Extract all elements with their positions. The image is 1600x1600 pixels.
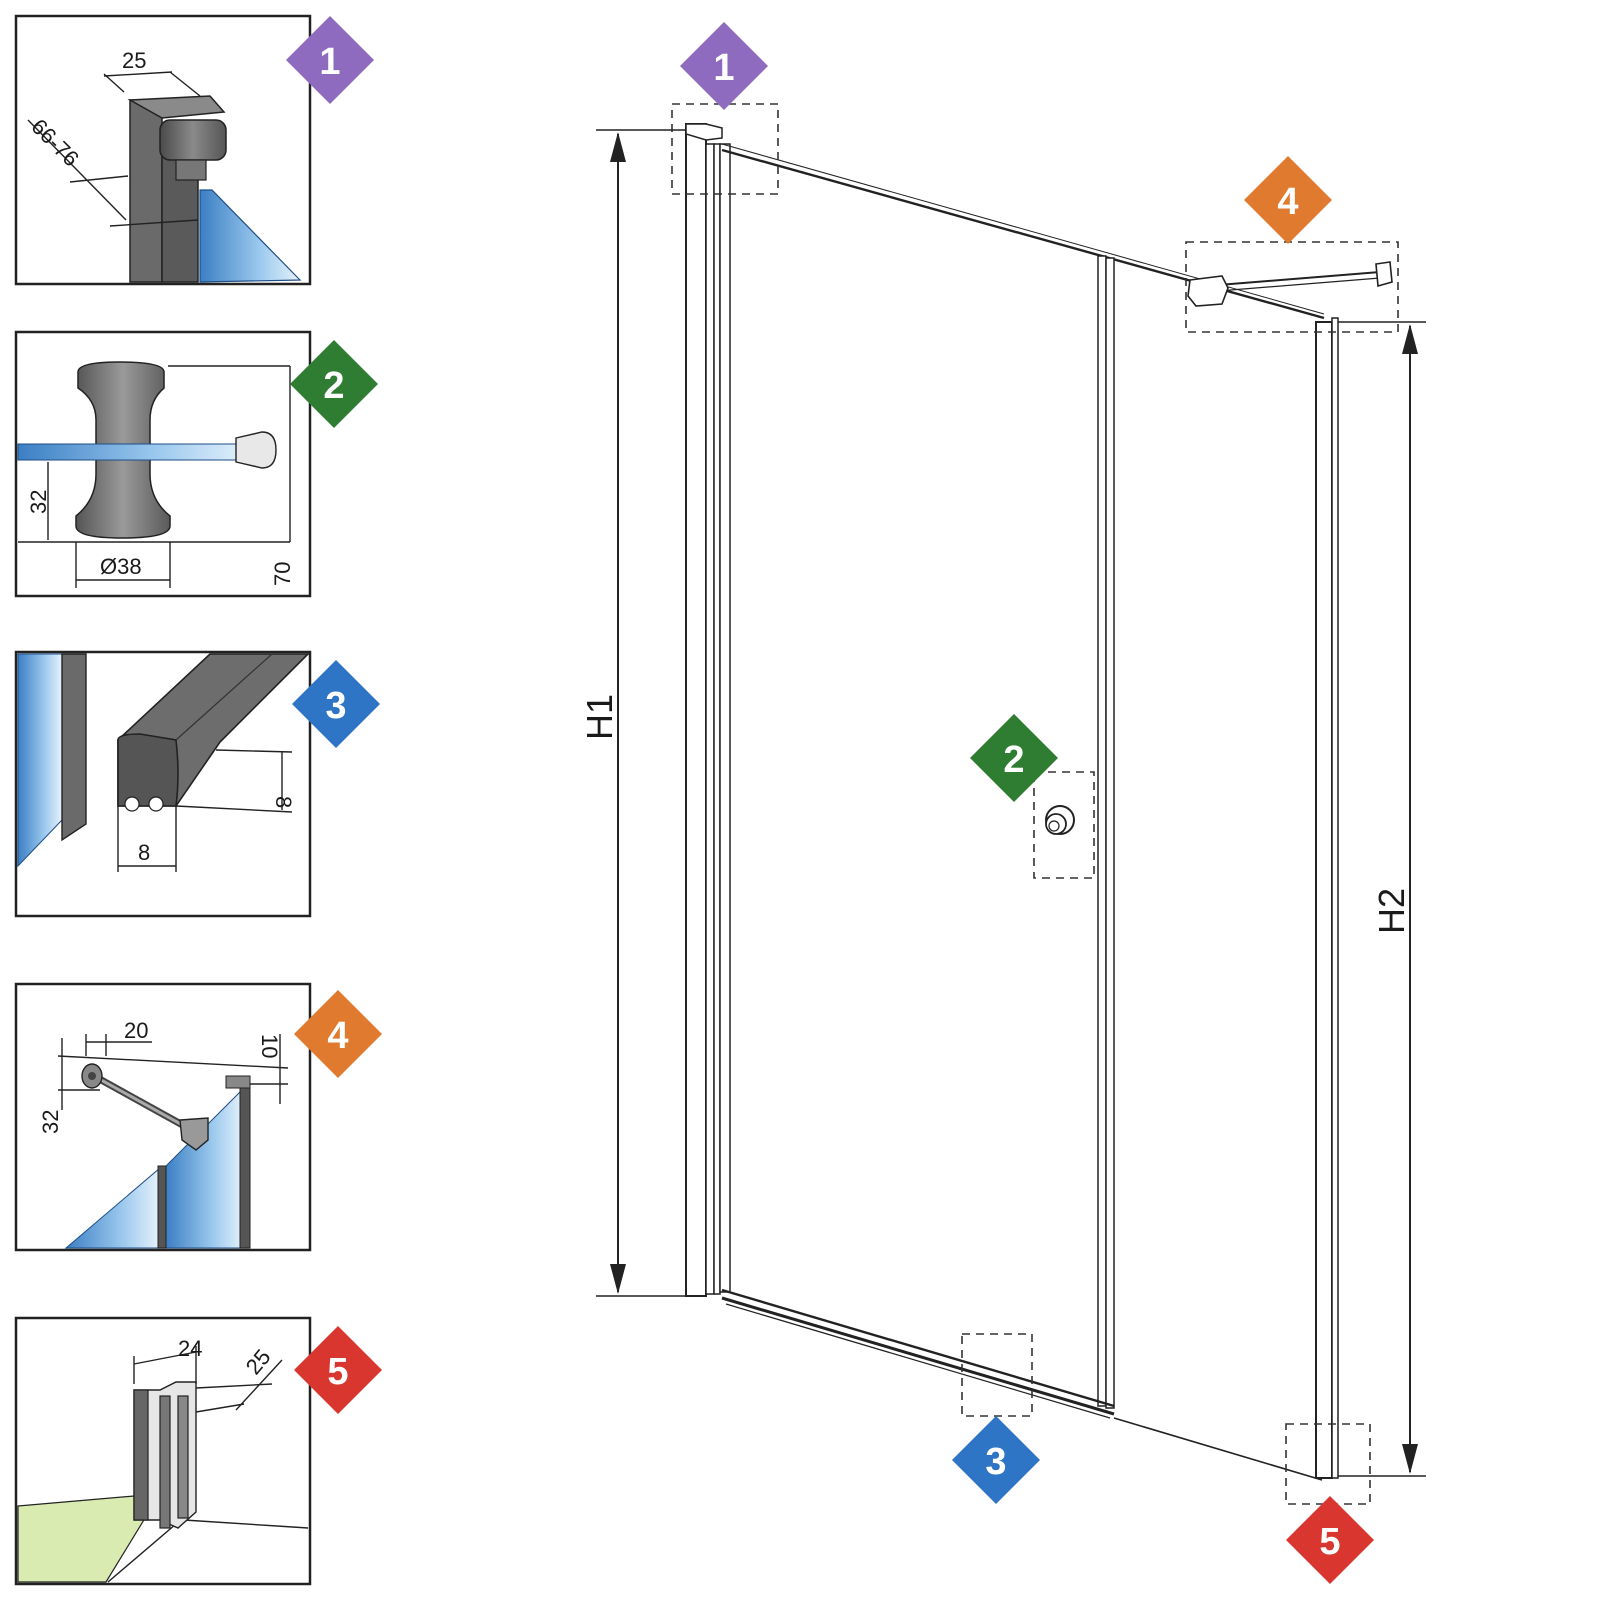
detail2-height-total-label: 70: [270, 562, 295, 586]
h2-dimension: H2: [1338, 321, 1426, 1477]
badge-5-main: 5: [1286, 1496, 1374, 1584]
h1-label: H1: [579, 694, 620, 740]
badge-4-panel-label: 4: [327, 1015, 348, 1057]
badge-2-main-label: 2: [1003, 739, 1024, 781]
badge-1-panel-label: 1: [319, 41, 340, 83]
badge-4-main: 4: [1244, 156, 1332, 244]
detail-panel-1: 25 66-76: [14, 14, 312, 286]
detail5-width-label: 24: [178, 1336, 202, 1361]
detail-box-3: [961, 1333, 1033, 1417]
badge-4-main-label: 4: [1277, 181, 1298, 223]
h1-dimension: H1: [579, 129, 686, 1297]
detail-box-4: [1185, 241, 1399, 333]
badge-5-panel-label: 5: [327, 1351, 348, 1393]
badge-3-panel: 3: [292, 660, 380, 748]
badge-3-main-label: 3: [985, 1441, 1006, 1483]
main-door-drawing: [685, 123, 1393, 1481]
detail2-height-low-label: 32: [26, 490, 51, 514]
h2-label: H2: [1371, 888, 1412, 934]
badge-3-main: 3: [952, 1416, 1040, 1504]
badge-2-main: 2: [970, 714, 1058, 802]
detail3-width-label: 8: [138, 840, 150, 865]
detail-panel-5: 24 25: [14, 1316, 312, 1586]
badge-4-panel: 4: [294, 990, 382, 1078]
detail5-depth-label: 25: [241, 1344, 276, 1379]
detail4-offset-label: 20: [124, 1018, 148, 1043]
detail1-width-label: 25: [122, 48, 146, 73]
detail-panel-3: 8 8: [14, 650, 312, 918]
badge-3-panel-label: 3: [325, 685, 346, 727]
badge-1-main: 1: [680, 22, 768, 110]
badge-5-panel: 5: [294, 1326, 382, 1414]
detail-panel-4: 20 10 32: [14, 982, 312, 1252]
detail3-height-label: 8: [271, 796, 296, 808]
badge-5-main-label: 5: [1319, 1521, 1340, 1563]
detail1-range-label: 66-76: [26, 114, 83, 171]
detail4-gap-label: 10: [257, 1034, 282, 1058]
badge-2-panel-label: 2: [323, 365, 344, 407]
detail4-height-label: 32: [38, 1110, 63, 1134]
detail-box-2: [1033, 771, 1095, 879]
badge-1-main-label: 1: [713, 47, 734, 89]
badge-1-panel: 1: [286, 16, 374, 104]
detail-box-5: [1285, 1423, 1371, 1505]
detail2-diameter-label: Ø38: [100, 554, 142, 579]
detail-panel-2: 32 Ø38 70: [14, 330, 312, 598]
badge-2-panel: 2: [290, 340, 378, 428]
